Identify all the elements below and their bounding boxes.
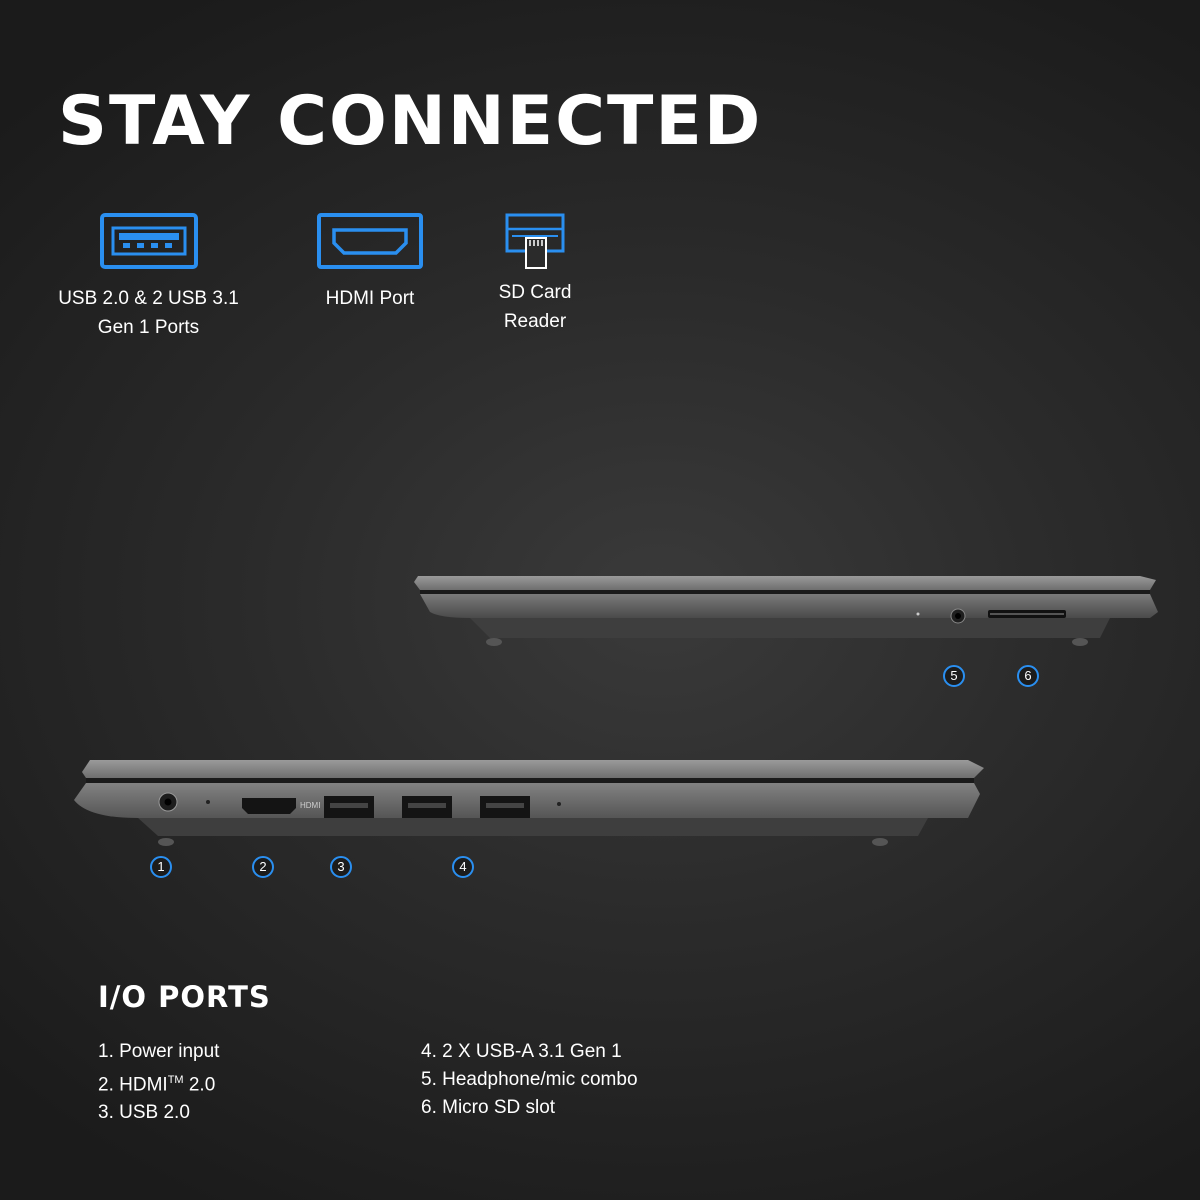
io-port-item: 1. Power input [98,1041,220,1062]
usb-port-icon [99,213,198,269]
page-title: STAY CONNECTED [58,82,763,161]
callout-2: 2 [252,856,274,878]
callout-4: 4 [452,856,474,878]
hdmi-port-icon [317,213,423,269]
feature-sd: SD Card Reader [470,212,600,336]
feature-label-hdmi: HDMI Port [325,288,415,309]
laptop-right-side-view [414,576,1158,646]
hdmi-port-marking: HDMI [300,801,320,810]
feature-label-usb: USB 2.0 & 2 USB 3.1 Gen 1 Ports [58,288,239,338]
io-ports-heading: I/O PORTS [98,980,271,1014]
status-led-icon [916,612,920,616]
laptop-left-side-view: HDMI [74,760,984,846]
io-port-item: 2. HDMITM 2.0 [98,1074,216,1096]
callout-6: 6 [1017,665,1039,687]
callout-1: 1 [150,856,172,878]
callout-5: 5 [943,665,965,687]
io-port-item: 5. Headphone/mic combo [421,1069,638,1090]
io-ports-list-left: 1. Power input 2. HDMITM 2.0 3. USB 2.0 [98,1038,219,1127]
hdmi-port-laptop-icon [242,798,296,814]
sd-card-reader-icon [505,213,565,269]
io-port-item: 6. Micro SD slot [421,1097,556,1118]
callout-3: 3 [330,856,352,878]
power-led-icon [206,800,210,804]
feature-hdmi: HDMI Port [290,212,450,313]
feature-usb: USB 2.0 & 2 USB 3.1 Gen 1 Ports [46,212,251,342]
io-ports-list-right: 4. 2 X USB-A 3.1 Gen 1 5. Headphone/mic … [421,1038,638,1122]
feature-label-sd: SD Card Reader [498,282,572,332]
io-port-item: 3. USB 2.0 [98,1102,190,1124]
io-port-item: 4. 2 X USB-A 3.1 Gen 1 [421,1041,622,1062]
